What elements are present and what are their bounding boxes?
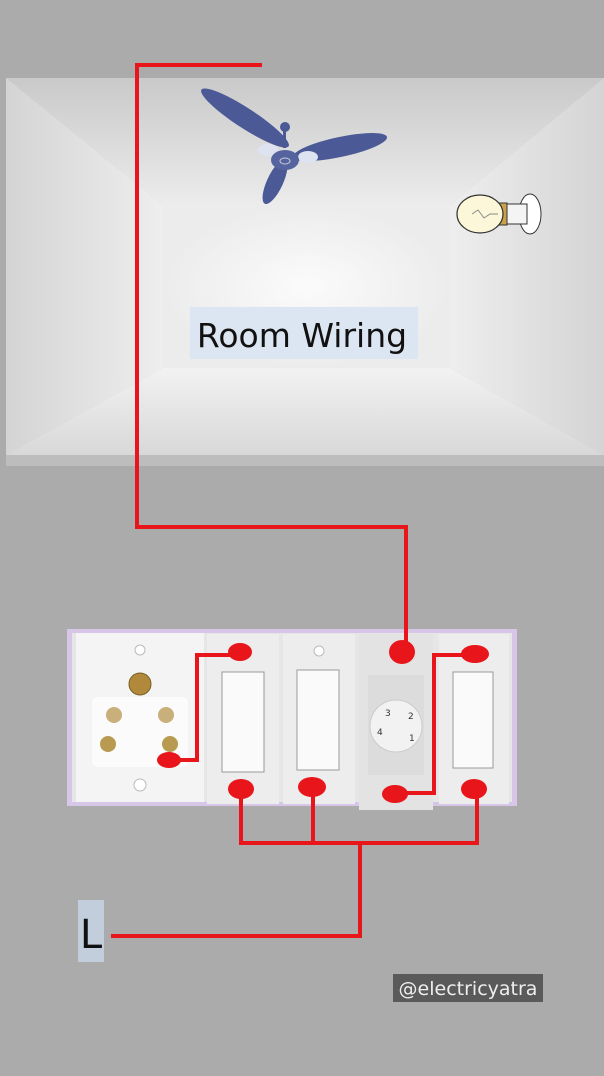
watermark: @electricyatra	[399, 978, 538, 1000]
room	[6, 78, 604, 466]
socket	[76, 633, 204, 802]
page-title: Room Wiring	[197, 316, 407, 355]
switch-1[interactable]	[207, 634, 279, 804]
line-label: L	[80, 912, 103, 958]
bulb-icon	[456, 193, 542, 235]
line-wire	[111, 843, 362, 938]
regulator-mark: 4	[377, 728, 383, 738]
fan-icon	[201, 88, 387, 205]
regulator-mark: 2	[408, 712, 414, 722]
regulator-switch-wire	[395, 653, 474, 795]
regulator-mark: 1	[409, 734, 415, 744]
fan-wire	[135, 63, 408, 652]
terminals	[157, 640, 489, 803]
line-label-background	[78, 900, 104, 962]
switch-2[interactable]	[283, 634, 355, 804]
watermark-background	[393, 974, 543, 1002]
wires	[111, 63, 479, 938]
title-background	[190, 307, 418, 359]
socket-wire	[169, 653, 240, 762]
fan-regulator[interactable]: 3 2 4 1	[359, 634, 433, 810]
switchboard: 3 2 4 1	[67, 629, 517, 810]
regulator-mark: 3	[385, 709, 391, 719]
